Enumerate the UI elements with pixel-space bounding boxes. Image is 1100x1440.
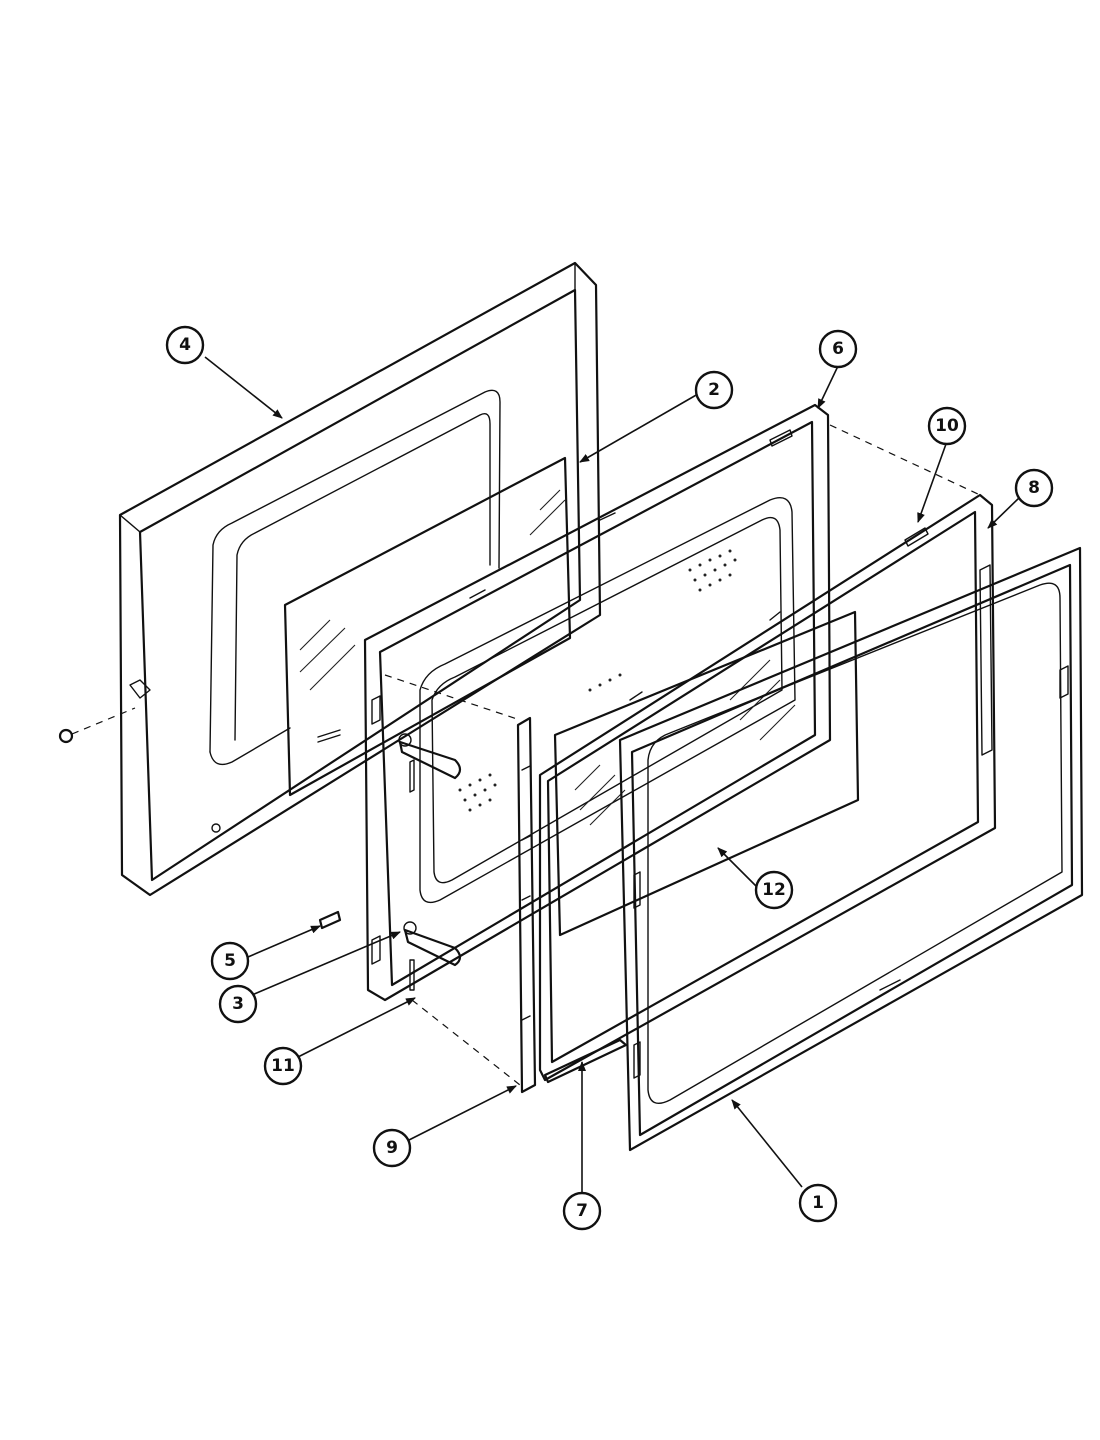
callout-7: 7 [562, 1191, 602, 1231]
svg-text:10: 10 [935, 416, 959, 436]
callout-12: 12 [754, 870, 794, 910]
callout-10: 10 [927, 406, 967, 446]
svg-text:8: 8 [1028, 478, 1040, 498]
svg-text:6: 6 [832, 339, 844, 359]
svg-text:7: 7 [576, 1201, 588, 1221]
svg-text:4: 4 [179, 335, 191, 355]
svg-text:1: 1 [812, 1193, 824, 1213]
side-channel [516, 716, 537, 1094]
bottom-trim [543, 1038, 628, 1084]
svg-text:9: 9 [386, 1138, 398, 1158]
inner-door-liner [363, 403, 832, 1002]
callout-4: 4 [165, 325, 205, 365]
glass-pane [283, 456, 572, 797]
callout-3: 3 [218, 984, 258, 1024]
callout-8: 8 [1014, 468, 1054, 508]
callout-6: 6 [818, 329, 858, 369]
svg-text:5: 5 [224, 951, 236, 971]
window-glass [553, 610, 860, 937]
callout-1: 1 [798, 1183, 838, 1223]
inner-door-frame [538, 493, 997, 1082]
svg-text:3: 3 [232, 994, 244, 1014]
door-hinges [398, 733, 462, 991]
callout-2: 2 [694, 370, 734, 410]
svg-text:2: 2 [708, 380, 720, 400]
svg-text:12: 12 [762, 880, 786, 900]
outer-door-frame [618, 546, 1084, 1152]
callout-9: 9 [372, 1128, 412, 1168]
callout-11: 11 [263, 1046, 303, 1086]
svg-text:11: 11 [271, 1056, 295, 1076]
screws [58, 728, 342, 930]
callout-5: 5 [210, 941, 250, 981]
door-outer-panel [118, 261, 602, 897]
